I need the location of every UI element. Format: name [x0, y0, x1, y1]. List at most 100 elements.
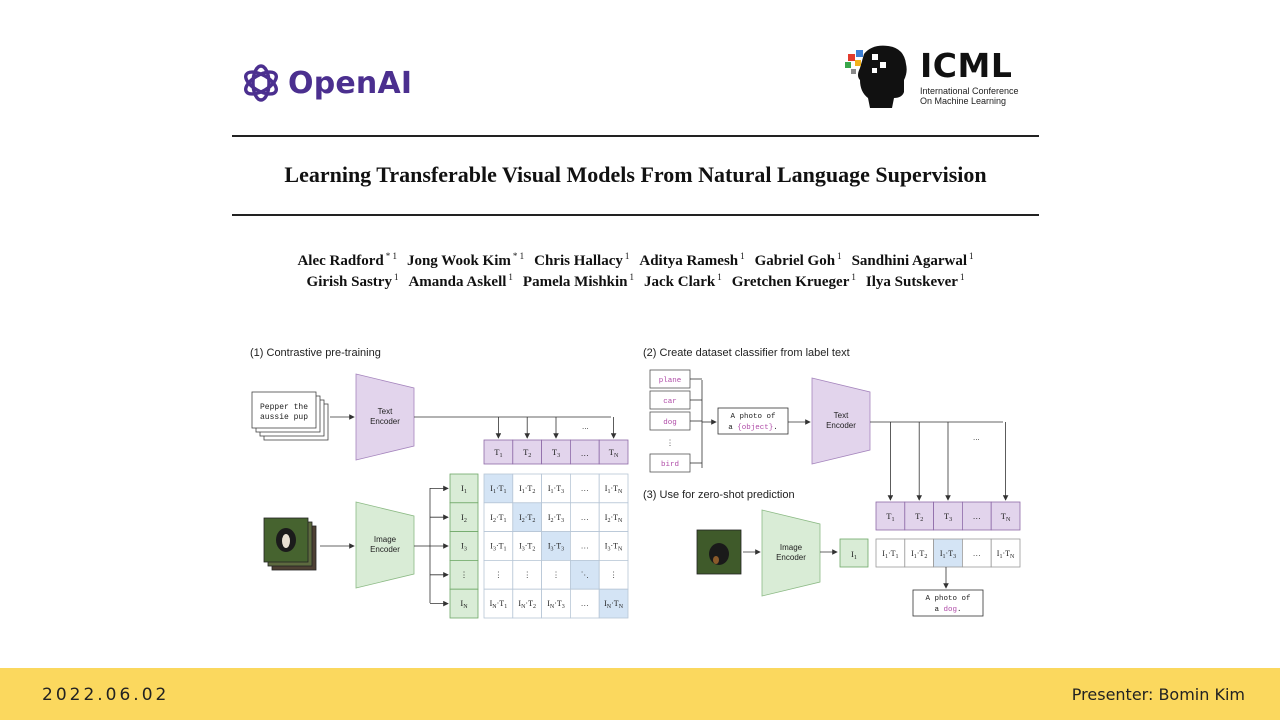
text-input-line1: Pepper the [260, 403, 308, 412]
svg-text:T1: T1 [886, 511, 894, 523]
similarity-cell [598, 559, 629, 590]
similarity-cell [483, 531, 514, 561]
svg-text:I1: I1 [461, 483, 467, 495]
similarity-cell [598, 531, 629, 561]
svg-text:a dog.: a dog. [934, 606, 961, 614]
similarity-cell [541, 502, 571, 533]
panel1-label: (1) Contrastive pre-training [250, 347, 381, 359]
similarity-cell [598, 502, 629, 533]
class-label-text: plane [659, 377, 682, 385]
author-affiliation-mark: 1 [717, 272, 722, 282]
ellipsis-label: ⋮ [460, 570, 468, 579]
ellipsis-label: ⋱ [581, 570, 589, 579]
author-affiliation-mark: * 1 [512, 251, 525, 261]
image-encoder-2: Image Encoder [761, 509, 821, 597]
author-affiliation-mark: 1 [624, 251, 630, 261]
icml-logo: ICML International Conference On Machine… [842, 42, 1042, 112]
svg-text:IN: IN [460, 598, 468, 610]
ellipsis-label: … [581, 484, 589, 493]
icml-wordmark: ICML [920, 46, 1013, 85]
presentation-date: 2022.06.02 [42, 685, 170, 705]
svg-text:I1: I1 [851, 549, 857, 561]
author-affiliation-mark: 1 [969, 251, 974, 261]
text-encoder-2: Text Encoder [811, 377, 871, 465]
author-name: Alec Radford* 1 [297, 251, 397, 269]
similarity-label: IN·T2 [518, 599, 536, 610]
image-embedding-cell [449, 588, 479, 619]
ellipsis-label: ⋮ [494, 570, 502, 579]
author-name: Jong Wook Kim* 1 [406, 251, 525, 269]
ellipsis-label: … [581, 513, 589, 522]
similarity-cell [598, 473, 629, 504]
class-label-text: ⋮ [666, 440, 674, 448]
svg-text:Text: Text [378, 407, 393, 416]
similarity-cell [512, 473, 542, 504]
ellipsis-label: … [973, 512, 981, 521]
svg-text:Encoder: Encoder [370, 417, 400, 426]
text-embedding-cell [512, 439, 542, 465]
svg-text:T1: T1 [494, 447, 502, 459]
clip-figure: (1) Contrastive pre-training (2) Create … [250, 347, 1021, 619]
svg-text:Encoder: Encoder [370, 545, 400, 554]
zero-shot-image-embedding: I1 [839, 538, 869, 568]
author-affiliation-mark: 1 [959, 272, 965, 282]
similarity-label: I2·T1 [490, 513, 506, 524]
similarity-cell [483, 588, 514, 619]
svg-text:Encoder: Encoder [826, 421, 856, 430]
author-affiliation-mark: 1 [851, 272, 856, 282]
text-embedding-cell [962, 501, 992, 531]
author-affiliation-mark: 1 [629, 272, 635, 282]
similarity-label: IN·T1 [490, 599, 508, 610]
title-bottom-rule [232, 214, 1039, 216]
svg-text:TN: TN [1001, 511, 1011, 523]
icml-subtitle-line1: International Conference [920, 86, 1019, 96]
similarity-cell-positive [541, 531, 571, 561]
text-embedding-cell [541, 439, 571, 465]
author-affiliation-mark: 1 [508, 272, 513, 282]
similarity-cell [875, 538, 906, 568]
similarity-cell [483, 502, 514, 533]
image-encoder-1: Image Encoder [355, 501, 415, 589]
svg-text:Encoder: Encoder [776, 553, 806, 562]
panel2-label: (2) Create dataset classifier from label… [643, 347, 850, 359]
svg-text:Text: Text [834, 411, 849, 420]
image-embedding-cell [449, 473, 479, 504]
similarity-label: I2·TN [605, 513, 623, 524]
prompt-template-box: A photo of a {object}. [717, 407, 789, 435]
openai-knot-icon [244, 64, 278, 102]
svg-text:TN: TN [609, 447, 619, 459]
similarity-cell [541, 473, 571, 504]
similarity-label: I1·T1 [490, 484, 506, 495]
similarity-label: I1·T2 [519, 484, 535, 495]
text-input-line2: aussie pup [260, 413, 308, 422]
openai-logo: OpenAI [240, 60, 412, 106]
similarity-label: I1·T3 [548, 484, 564, 495]
similarity-cell [512, 559, 542, 590]
author-affiliation-mark: * 1 [385, 251, 397, 261]
footer-bar: 2022.06.02 Presenter: Bomin Kim [0, 668, 1280, 720]
svg-text:T2: T2 [523, 447, 531, 459]
ellipsis-label: … [581, 542, 589, 551]
similarity-label: IN·TN [604, 599, 624, 610]
similarity-cell-positive [569, 559, 600, 590]
ellipsis-label: … [581, 449, 589, 458]
icml-head-icon [845, 45, 907, 108]
similarity-label: I3·TN [605, 542, 623, 553]
class-label-text: bird [661, 461, 679, 469]
text-embedding-cell [904, 501, 934, 531]
class-label-text: car [663, 398, 677, 406]
ellipsis-label: ⋮ [552, 570, 560, 579]
svg-text:I2: I2 [461, 512, 467, 524]
svg-text:Image: Image [780, 543, 803, 552]
